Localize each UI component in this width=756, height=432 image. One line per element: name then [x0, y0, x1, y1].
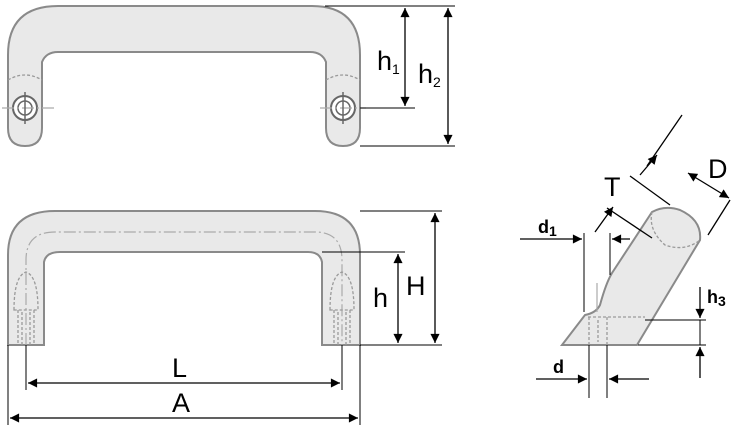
front-view-thread-right	[333, 310, 351, 345]
dimension-d1-label: d1	[538, 217, 557, 239]
front-view-centerline	[25, 231, 343, 345]
screw-hole-right-icon	[320, 92, 366, 124]
dimension-D-line	[687, 172, 730, 199]
dimension-d-label: d	[553, 357, 564, 377]
screw-hole-left-icon	[2, 92, 55, 124]
dimension-D-label: D	[708, 154, 728, 184]
dimension-h3-label: h3	[707, 287, 726, 309]
dimension-T-label: T	[604, 172, 621, 202]
front-view: H h L A	[7, 210, 442, 425]
top-view-hidden-line-left	[7, 74, 43, 81]
dimension-H-label: H	[406, 271, 426, 301]
front-view-handle-outline	[7, 210, 361, 346]
dimension-h1-label: h1	[377, 46, 400, 77]
front-view-insert-right	[329, 271, 355, 311]
front-view-insert-left	[13, 271, 39, 311]
top-view: h1 h2	[2, 5, 455, 148]
dimension-A-label: A	[172, 388, 190, 418]
dimension-h2-label: h2	[418, 59, 441, 90]
side-view: T D d1 d h3	[520, 114, 731, 398]
dimension-L-label: L	[172, 353, 187, 383]
top-view-hidden-line-right	[325, 74, 361, 81]
side-view-hidden-ellipse	[650, 211, 701, 249]
side-view-handle-outline	[559, 206, 702, 346]
front-view-thread-left	[17, 310, 35, 345]
dimension-h-label: h	[373, 283, 388, 313]
top-view-handle-outline	[7, 5, 361, 148]
dimension-T-line	[594, 206, 614, 233]
